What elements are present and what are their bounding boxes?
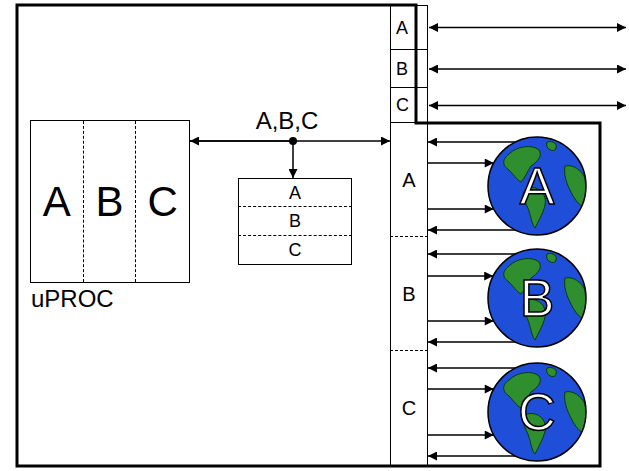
globe-ocean <box>488 249 586 347</box>
signal-arrow <box>428 388 494 390</box>
processor-box: ABCuPROC <box>30 120 190 283</box>
partition-letter: B <box>402 284 415 304</box>
partition-letter: A <box>402 170 415 190</box>
partition-letter: A <box>520 160 555 212</box>
processor-partition: C <box>136 121 189 282</box>
network-globe: A <box>487 136 587 236</box>
external-bus-arrow <box>429 68 626 70</box>
signal-arrow <box>428 341 515 343</box>
network-globe: C <box>487 362 587 462</box>
signal-arrow <box>190 141 293 178</box>
globe-ocean <box>488 137 586 235</box>
signal-arrow <box>428 253 515 255</box>
signal-arrow <box>428 434 494 436</box>
partition-letter: C <box>402 398 416 418</box>
signal-arrow <box>428 162 494 164</box>
memory-partition: B <box>238 207 352 236</box>
external-bus-arrow <box>429 105 626 107</box>
processor-label: uPROC <box>31 287 189 311</box>
partition-letter: B <box>520 272 555 324</box>
network-port: C <box>390 351 428 466</box>
partition-letter: C <box>518 386 556 438</box>
signal-arrow <box>428 455 515 457</box>
network-port: A <box>390 123 428 237</box>
bus-label: A,B,C <box>253 109 322 133</box>
partition-letter: C <box>147 181 177 223</box>
external-port: A <box>390 5 428 50</box>
signal-arrow <box>428 367 515 369</box>
signal-arrow <box>428 229 515 231</box>
external-bus-arrow <box>429 27 626 29</box>
partition-letter: C <box>289 241 302 259</box>
network-globe: B <box>487 248 587 348</box>
external-port: C <box>390 88 428 123</box>
signal-arrow <box>428 141 515 143</box>
partition-letter: B <box>396 60 408 78</box>
signal-arrow <box>428 275 493 277</box>
signal-arrow <box>428 208 494 210</box>
partition-letter: A <box>289 184 301 202</box>
processor-partition: A <box>31 121 84 282</box>
signal-arrow <box>428 320 494 322</box>
partition-letter: B <box>289 212 301 230</box>
system-boundary <box>17 5 600 466</box>
external-port: B <box>390 50 428 88</box>
processor-partition: B <box>84 121 137 282</box>
memory-partition: A <box>238 178 352 207</box>
partition-letter: B <box>95 181 123 223</box>
memory-partition: C <box>238 236 352 265</box>
network-port: B <box>390 237 428 351</box>
partition-letter: A <box>43 181 71 223</box>
partition-letter: C <box>396 96 409 114</box>
partition-letter: A <box>396 19 408 37</box>
globe-ocean <box>488 363 586 461</box>
